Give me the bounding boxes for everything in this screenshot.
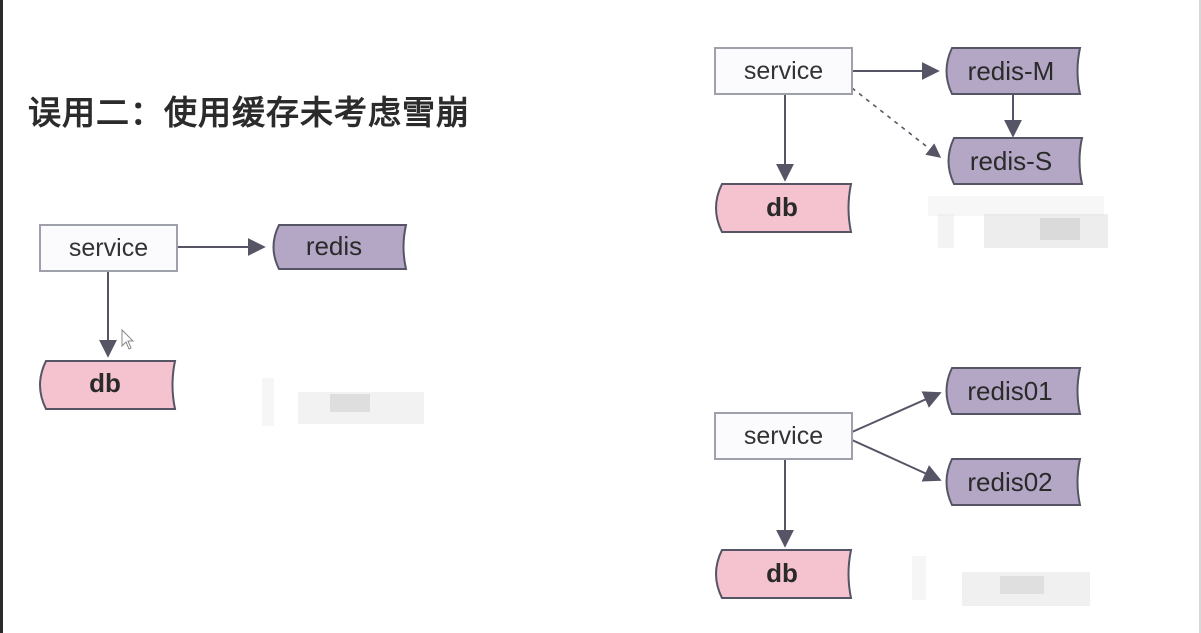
service-label: service <box>69 234 148 262</box>
right-frame-edge <box>1199 0 1201 633</box>
service-box <box>714 412 853 460</box>
db-shape <box>715 183 853 233</box>
redis-master-node: redis-M <box>945 47 1082 95</box>
service-box <box>714 47 853 95</box>
db-node: db <box>39 360 177 410</box>
redis-shape <box>272 224 408 270</box>
service-node: service <box>39 224 178 272</box>
service-box <box>39 224 178 272</box>
redis01-label: redis01 <box>967 376 1052 406</box>
diagram-sharded: service redis01 redis02 db <box>714 367 1090 606</box>
arrow-service-to-redis02 <box>851 439 942 482</box>
db-shape <box>39 360 177 410</box>
service-label: service <box>744 422 823 450</box>
redis02-node: redis02 <box>945 458 1082 506</box>
redis-slave-shape <box>947 137 1084 185</box>
slide-title: 误用二：使用缓存未考虑雪崩 <box>28 93 470 132</box>
redis-slave-node: redis-S <box>947 137 1084 185</box>
redis01-shape <box>945 367 1082 415</box>
service-label: service <box>744 57 823 85</box>
db-node: db <box>715 549 853 599</box>
redis-slave-label: redis-S <box>970 146 1052 176</box>
left-frame-edge <box>0 0 3 633</box>
redis01-node: redis01 <box>945 367 1082 415</box>
db-label: db <box>766 192 798 222</box>
blurred-watermark <box>262 378 424 426</box>
db-label: db <box>766 558 798 588</box>
redis-node: redis <box>272 224 408 270</box>
db-label: db <box>89 368 121 398</box>
arrow-service-to-redis01 <box>851 391 942 433</box>
blurred-watermark <box>912 556 1090 606</box>
redis-label: redis <box>306 231 362 261</box>
blurred-watermark <box>928 196 1108 248</box>
cursor-icon <box>121 328 135 350</box>
service-node: service <box>714 412 853 460</box>
service-node: service <box>714 47 853 95</box>
db-node: db <box>715 183 853 233</box>
diagram-single-redis: service redis db <box>39 224 424 426</box>
redis02-label: redis02 <box>967 467 1052 497</box>
diagram-master-slave: service redis-M redis-S db <box>714 47 1108 248</box>
redis02-shape <box>945 458 1082 506</box>
arrow-service-to-redis-s-dashed <box>851 87 942 158</box>
redis-master-shape <box>945 47 1082 95</box>
db-shape <box>715 549 853 599</box>
redis-master-label: redis-M <box>968 56 1055 86</box>
